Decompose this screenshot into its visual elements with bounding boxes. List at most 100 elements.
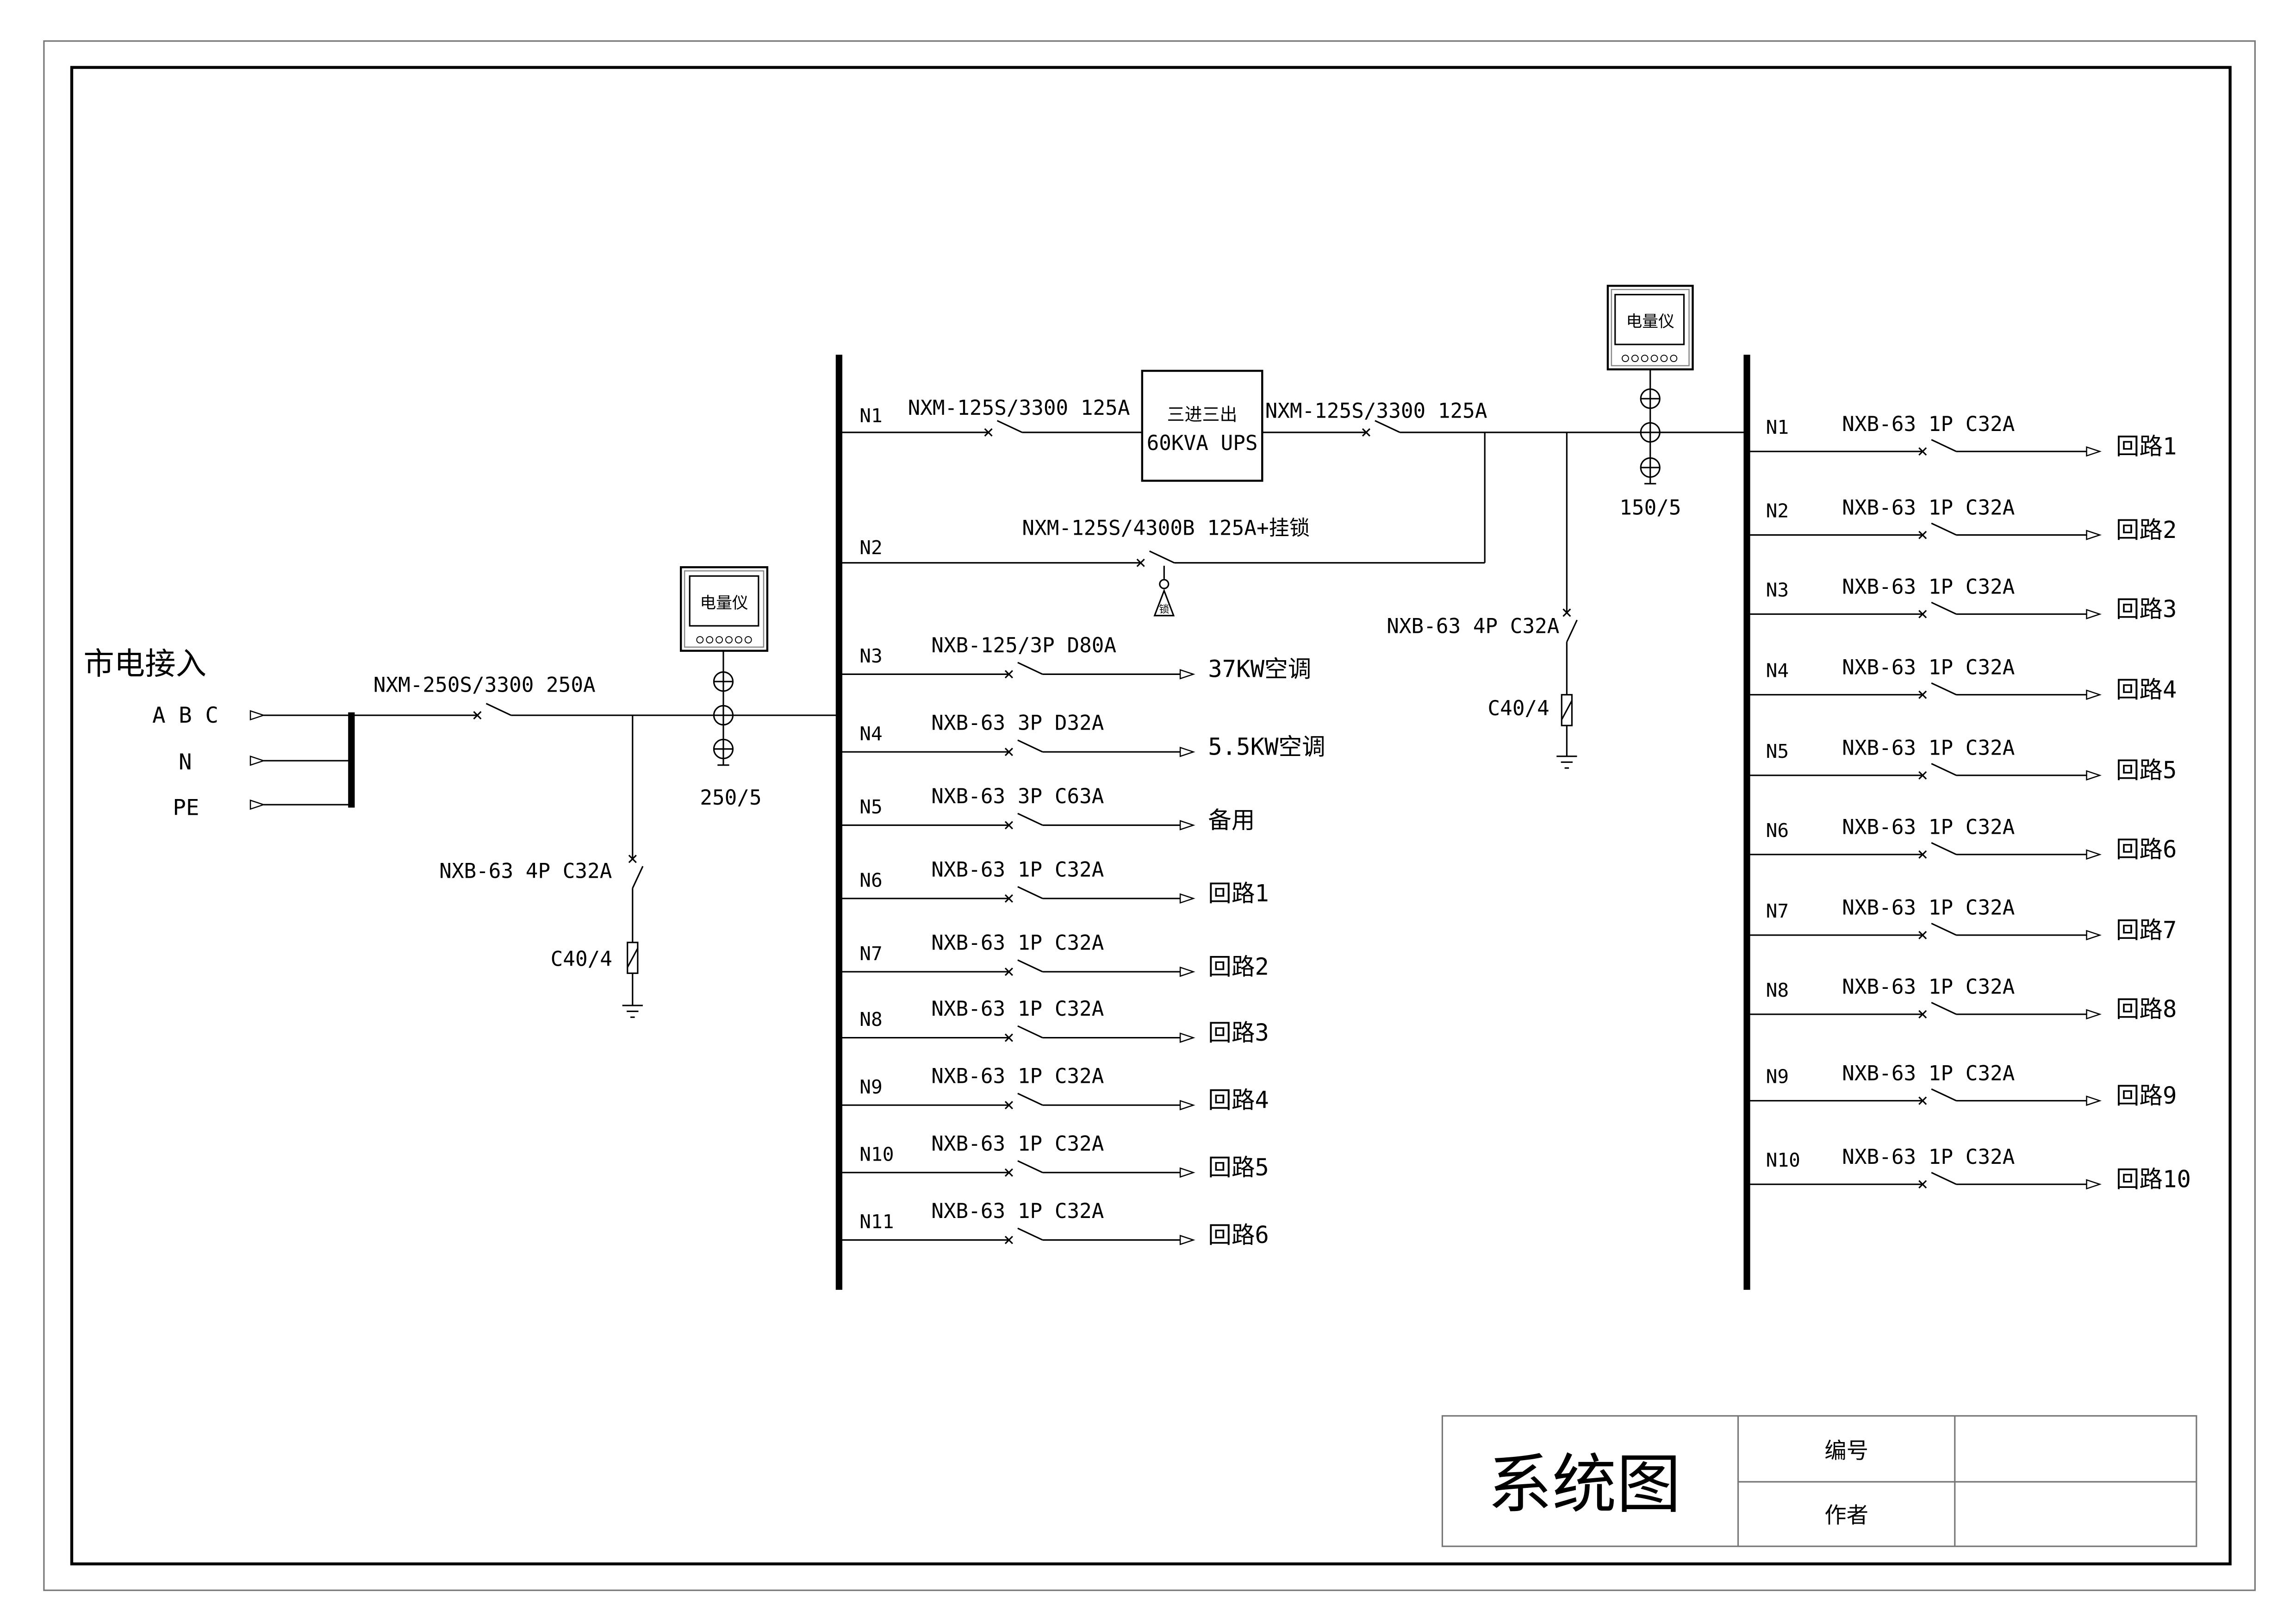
load-label: 回路3 — [1208, 1019, 1269, 1046]
incoming-supply: 市电接入 A B C N PE NXM-250S/3300 250A NXB-6… — [83, 566, 839, 1018]
lock-label: 锁 — [1159, 603, 1169, 615]
load-label: 回路4 — [2116, 676, 2177, 703]
breaker-label: NXB-63 1P C32A — [1842, 975, 2015, 999]
spd-breaker-contact — [632, 866, 644, 889]
breaker-trip-mark — [1004, 670, 1013, 679]
main-breaker-trip-mark — [473, 711, 482, 720]
outgoing-arrow — [1179, 893, 1195, 904]
breaker-contact — [1017, 1093, 1043, 1106]
breaker-trip-mark — [1918, 531, 1927, 539]
circuit-id: N6 — [1766, 819, 1789, 842]
ups-unit — [1141, 369, 1263, 482]
breaker-label: NXB-63 1P C32A — [931, 1065, 1104, 1088]
meter-button — [1622, 355, 1629, 362]
outgoing-arrow — [2086, 930, 2102, 941]
spd-breaker-trip-mark — [1562, 608, 1571, 617]
breaker-contact — [996, 420, 1023, 433]
breaker-contact — [1017, 1025, 1043, 1039]
meter-screen — [1614, 294, 1685, 345]
circuit-id: N10 — [1766, 1149, 1800, 1171]
circuit-id: N1 — [1766, 416, 1789, 438]
bypass-breaker-label: NXM-125S/4300B 125A+挂锁 — [1022, 517, 1310, 540]
breaker-label: NXB-63 1P C32A — [1842, 737, 2015, 760]
ups-input-breaker-label: NXM-125S/3300 125A — [908, 396, 1130, 420]
outgoing-arrow — [1179, 966, 1195, 977]
circuit-id: N7 — [1766, 900, 1789, 922]
meter-button — [1631, 355, 1639, 362]
meter-button — [716, 636, 723, 643]
meter-button — [1641, 355, 1649, 362]
breaker-contact — [1931, 1172, 1957, 1185]
load-label: 回路9 — [2116, 1082, 2177, 1109]
circuit-id: N10 — [859, 1143, 894, 1166]
breaker-label: NXB-63 1P C32A — [1842, 575, 2015, 599]
sheet-outer-border — [43, 40, 2256, 1591]
breaker-contact — [1017, 1160, 1043, 1174]
breaker-label: NXB-63 1P C32A — [931, 1199, 1104, 1223]
meter-button — [706, 636, 714, 643]
meter-button — [744, 636, 752, 643]
load-label: 回路1 — [2116, 432, 2177, 460]
breaker-trip-mark — [1918, 850, 1927, 859]
current-transformer-icon — [1640, 388, 1661, 485]
circuit-id: N8 — [859, 1008, 883, 1031]
outgoing-arrow — [1179, 1032, 1195, 1043]
breaker-label: NXB-63 1P C32A — [1842, 656, 2015, 679]
breaker-label: NXB-63 1P C32A — [931, 858, 1104, 881]
meter-button — [725, 636, 733, 643]
breaker-contact — [1931, 682, 1957, 696]
meter-button — [1670, 355, 1678, 362]
outgoing-arrow — [2086, 1179, 2102, 1190]
spd-breaker-trip-mark — [628, 855, 637, 863]
outgoing-arrow — [2086, 1009, 2102, 1020]
incoming-arrow-abc — [249, 710, 266, 721]
meter-button — [1650, 355, 1658, 362]
distribution-panel-1: N1 NXM-125S/3300 125A 三进三出 60KVA UPS NXM… — [835, 355, 1747, 1290]
load-label: 回路6 — [2116, 836, 2177, 863]
breaker-trip-mark — [1004, 748, 1013, 756]
breaker-trip-mark — [1918, 1010, 1927, 1018]
meter-screen — [689, 575, 759, 627]
breaker-label: NXB-125/3P D80A — [931, 634, 1116, 657]
incoming-arrow-pe — [249, 799, 266, 810]
current-transformer-icon — [713, 671, 734, 766]
outgoing-arrow — [2086, 689, 2102, 700]
spd-breaker-label: NXB-63 4P C32A — [1387, 615, 1559, 638]
load-label: 回路1 — [1208, 880, 1269, 907]
breaker-contact — [1931, 1088, 1957, 1102]
breaker-contact — [1017, 1227, 1043, 1241]
drawing-frame — [70, 66, 2232, 1566]
breaker-contact — [1931, 439, 1957, 452]
breaker-contact — [1017, 812, 1043, 826]
breaker-trip-mark — [1004, 1236, 1013, 1244]
ct-ratio-label: 250/5 — [700, 786, 761, 810]
circuit-id: N3 — [859, 645, 883, 667]
breaker-trip-mark — [1004, 1033, 1013, 1042]
meter-body — [680, 566, 769, 652]
circuit-id: N5 — [859, 796, 883, 818]
phase-label-n: N — [179, 750, 192, 775]
breaker-contact — [1931, 1002, 1957, 1015]
bypass-row: N2 NXM-125S/4300B 125A+挂锁 锁 — [839, 432, 1486, 617]
outgoing-arrow — [1179, 1167, 1195, 1178]
breaker-trip-mark — [1004, 1168, 1013, 1177]
breaker-contact — [1931, 763, 1957, 776]
breaker-trip-mark — [1004, 1101, 1013, 1110]
ground-icon — [622, 1005, 643, 1018]
breaker-trip-mark — [1918, 610, 1927, 618]
load-label: 回路10 — [2116, 1165, 2191, 1193]
breaker-contact — [1149, 550, 1175, 564]
